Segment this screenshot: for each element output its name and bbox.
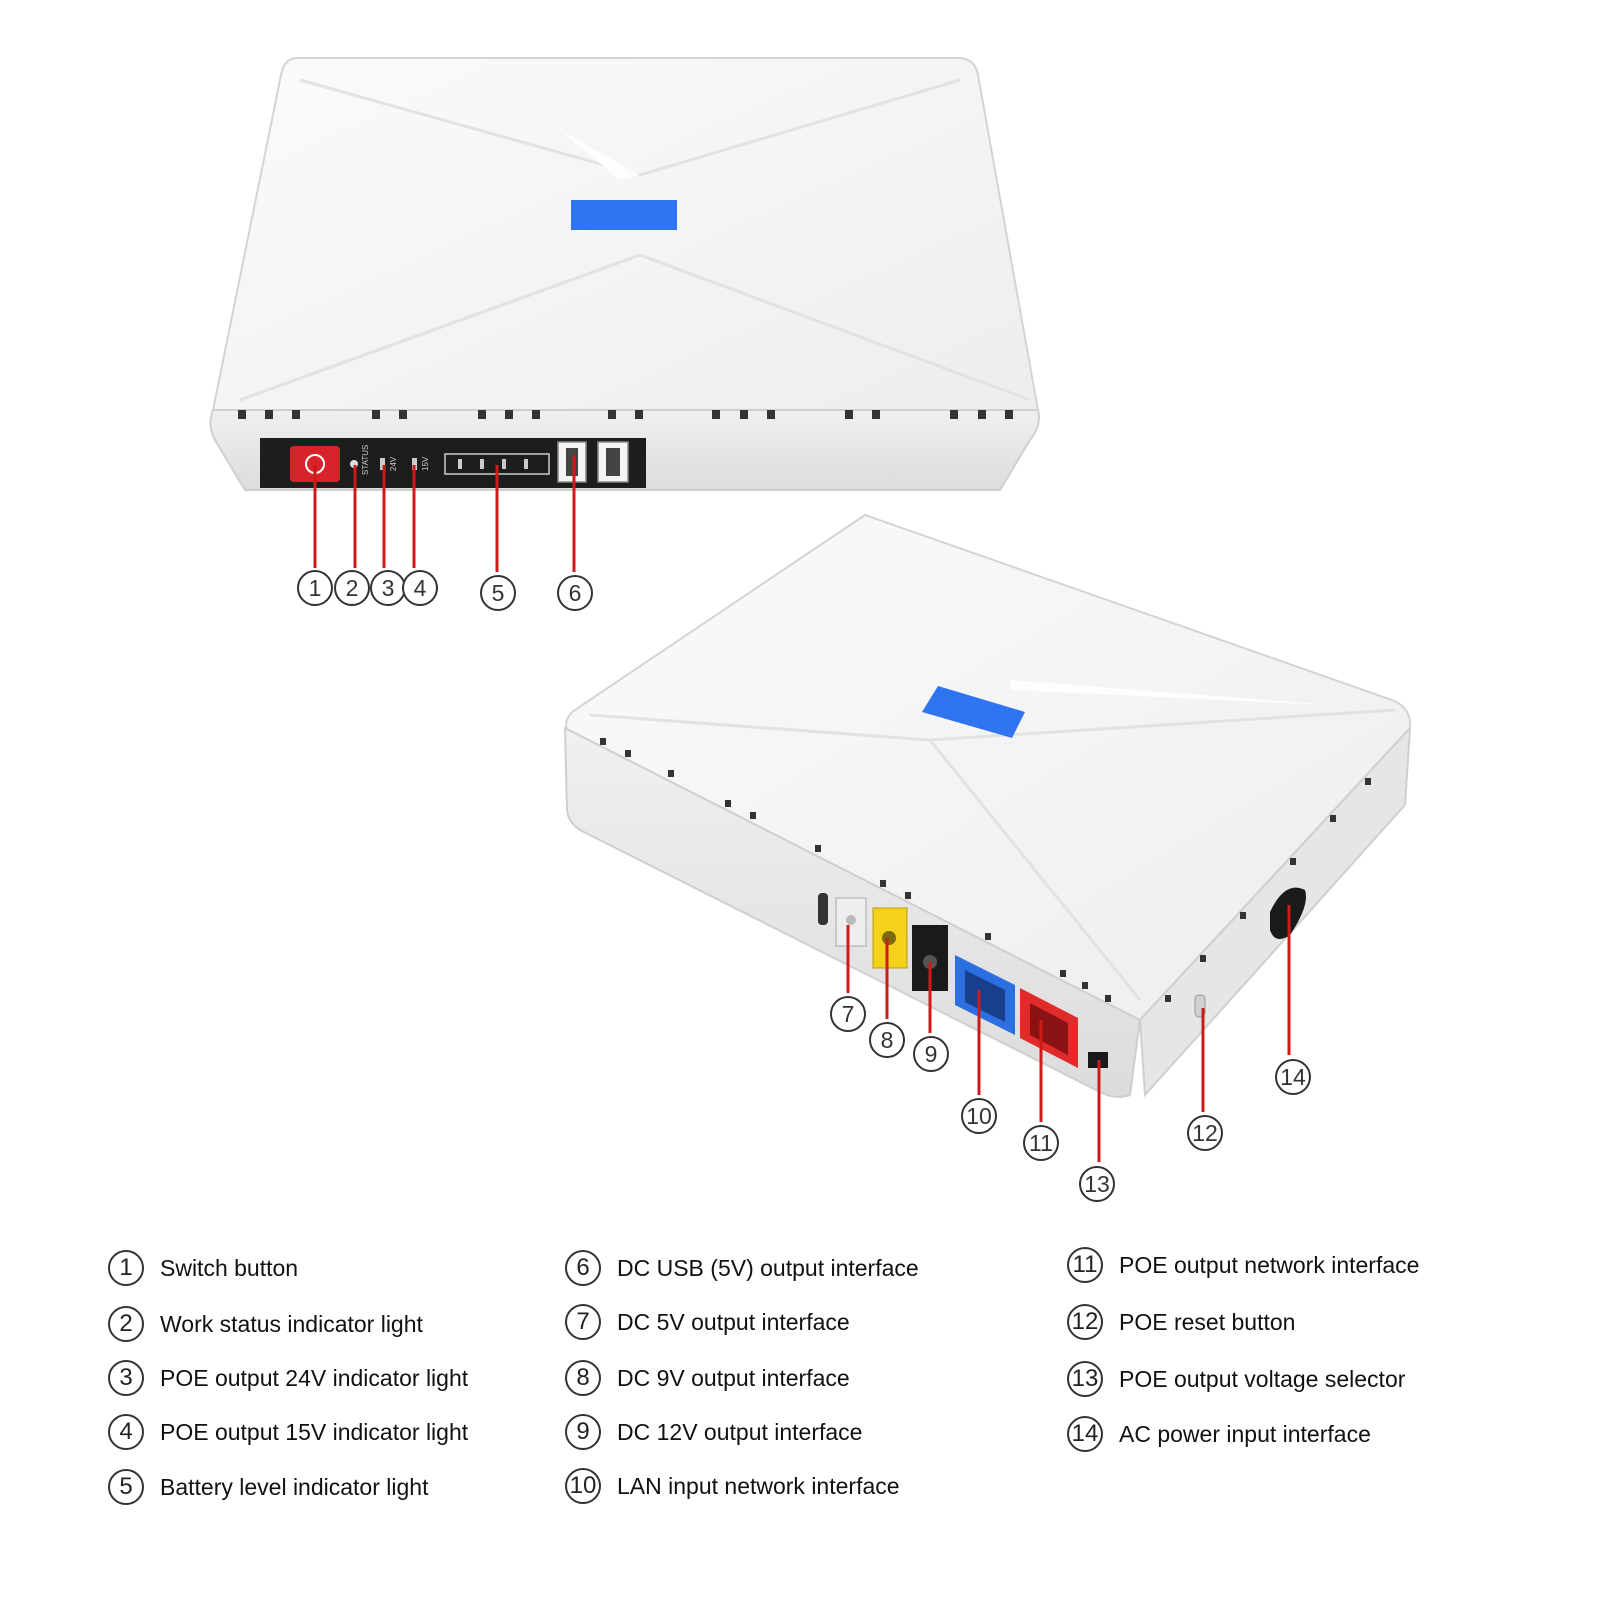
callout-circle-7 <box>830 996 866 1032</box>
callout-circle-5 <box>480 575 516 611</box>
device2-vents <box>600 738 1371 1002</box>
callout-circle-13 <box>1079 1166 1115 1202</box>
callout-number-2: 2 <box>346 575 359 601</box>
poe-output-slot <box>1030 1003 1068 1055</box>
device2-top-glare <box>1010 680 1330 705</box>
callout-number-9: 9 <box>925 1041 938 1067</box>
callout-circle-14 <box>1275 1059 1311 1095</box>
device-rear-view <box>563 513 1412 1098</box>
callout-circle-1 <box>297 570 333 606</box>
device1-top-glare <box>560 130 640 180</box>
callout-number-5: 5 <box>492 580 505 606</box>
v15-label: 15V <box>421 456 430 471</box>
callout-number-6: 6 <box>569 580 582 606</box>
callout-number-12: 12 <box>1192 1120 1218 1146</box>
callout-number-3: 3 <box>382 575 395 601</box>
callout-number-7: 7 <box>842 1001 855 1027</box>
callout-number-4: 4 <box>414 575 427 601</box>
dc-5v-jack <box>846 915 856 925</box>
callout-number-13: 13 <box>1084 1171 1110 1197</box>
callout-circle-6 <box>557 575 593 611</box>
callout-circle-10 <box>961 1098 997 1134</box>
callout-number-8: 8 <box>881 1027 894 1053</box>
v24-label: 24V <box>389 456 398 471</box>
device1-logo-patch <box>571 200 677 230</box>
usb-port-1-slot <box>566 448 578 476</box>
leader-lines <box>313 455 1291 1162</box>
device1-top <box>211 57 1040 431</box>
usb-c-port[interactable] <box>818 893 828 925</box>
device1-vents <box>238 410 1013 419</box>
callout-circle-2 <box>334 570 370 606</box>
lan-input-slot <box>965 970 1005 1022</box>
device-front-view: STATUS 24V 15V <box>209 57 1040 491</box>
led-15v <box>412 458 417 470</box>
callout-circle-12 <box>1187 1115 1223 1151</box>
callout-circle-9 <box>913 1036 949 1072</box>
callout-number-11: 11 <box>1029 1130 1053 1156</box>
dc-9v-jack <box>882 931 896 945</box>
status-label: STATUS <box>361 445 370 475</box>
device2-logo-patch <box>922 686 1025 738</box>
led-24v <box>380 458 385 470</box>
callout-number-1: 1 <box>309 575 322 601</box>
callout-number-14: 14 <box>1280 1064 1306 1090</box>
callout-circle-8 <box>869 1022 905 1058</box>
callout-number-10: 10 <box>966 1103 992 1129</box>
callout-circle-11 <box>1023 1125 1059 1161</box>
callout-circle-4 <box>402 570 438 606</box>
usb-port-2-slot <box>606 448 620 476</box>
battery-bars <box>458 459 528 469</box>
power-button[interactable] <box>290 446 340 482</box>
